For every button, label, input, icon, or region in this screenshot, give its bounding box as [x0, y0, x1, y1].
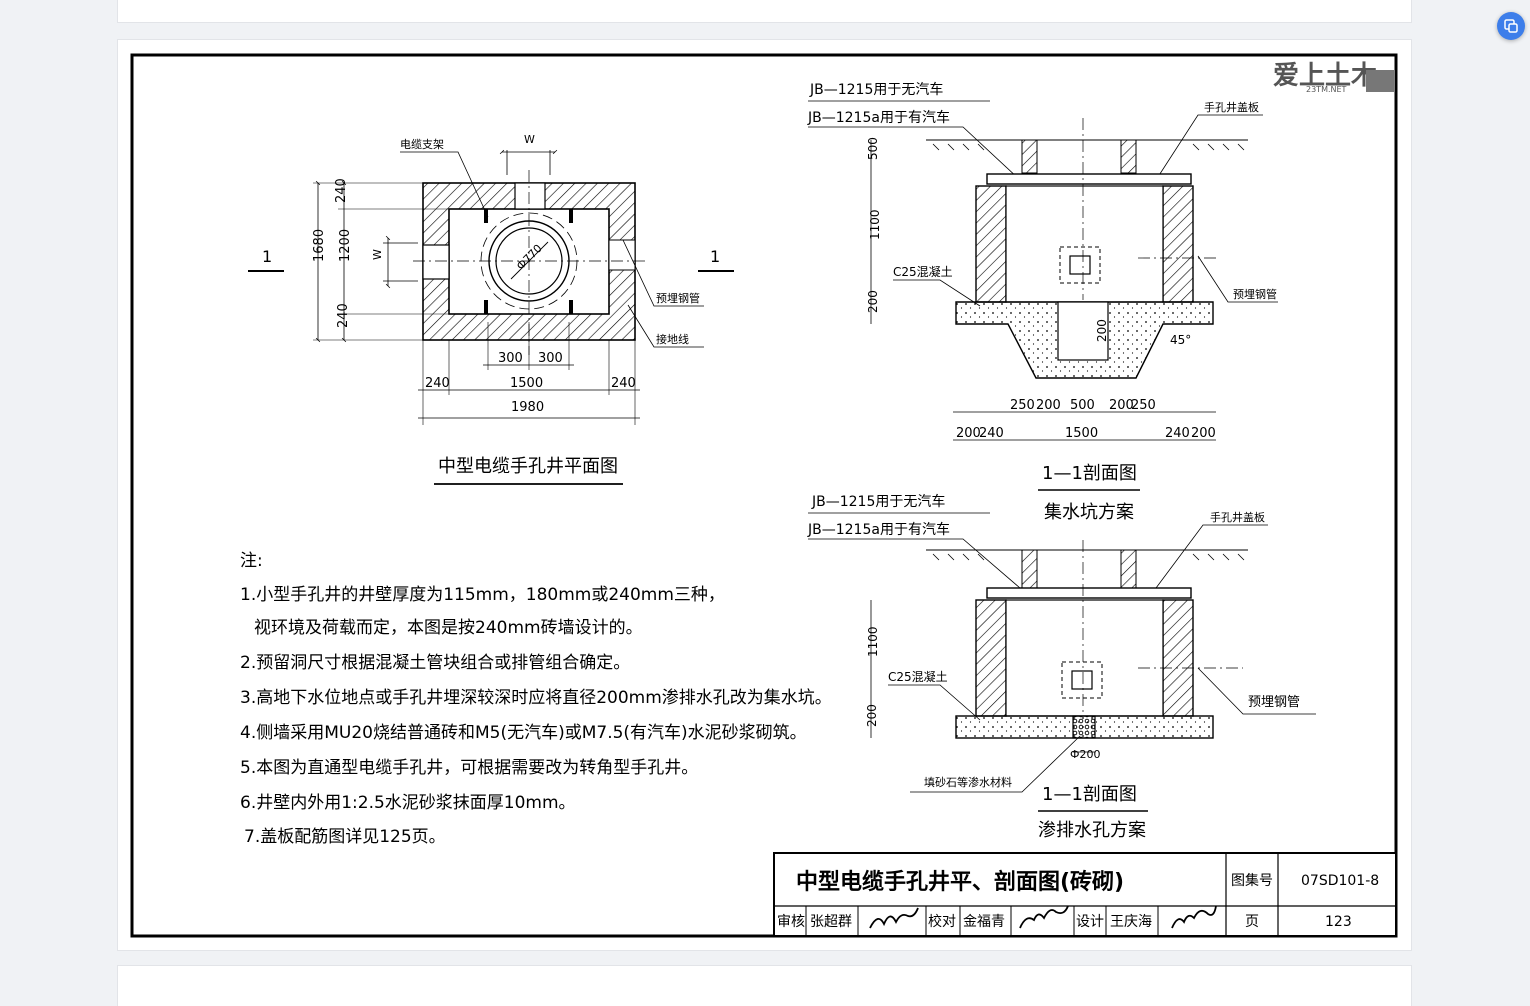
note-item: 3.高地下水位地点或手孔井埋深较深时应将直径200mm渗排水孔改为集水坑。	[240, 688, 832, 708]
next-page	[118, 966, 1411, 1006]
svg-text:设计: 设计	[1076, 914, 1104, 930]
notes: 注: 1.小型手孔井的井壁厚度为115mm，180mm或240mm三种， 视环境…	[240, 551, 832, 847]
svg-text:C25混凝土: C25混凝土	[893, 264, 953, 279]
svg-text:金福青: 金福青	[963, 914, 1005, 930]
drawing-title: 中型电缆手孔井平、剖面图(砖砌)	[796, 869, 1124, 895]
svg-text:填砂石等渗水材料: 填砂石等渗水材料	[924, 775, 1012, 789]
svg-text:200: 200	[865, 704, 879, 727]
note-item: 视环境及荷载而定，本图是按240mm砖墙设计的。	[254, 618, 643, 638]
designer-signature	[1171, 905, 1217, 929]
svg-text:1500: 1500	[510, 376, 543, 391]
svg-text:1980: 1980	[511, 400, 544, 415]
note-item: 1.小型手孔井的井壁厚度为115mm，180mm或240mm三种，	[240, 585, 725, 605]
checker-signature	[1019, 905, 1069, 929]
svg-text:预埋钢管: 预埋钢管	[656, 291, 700, 305]
svg-text:Ф200: Ф200	[1070, 748, 1100, 761]
svg-text:预埋钢管: 预埋钢管	[1233, 287, 1277, 301]
svg-text:1: 1	[262, 247, 272, 266]
note-item: 7.盖板配筋图详见125页。	[244, 827, 446, 847]
svg-text:300: 300	[498, 351, 523, 366]
svg-text:渗排水孔方案: 渗排水孔方案	[1038, 820, 1146, 841]
svg-text:45°: 45°	[1170, 333, 1191, 347]
svg-text:电缆支架: 电缆支架	[400, 138, 444, 151]
svg-text:校对: 校对	[928, 913, 956, 930]
svg-text:200: 200	[1109, 398, 1134, 413]
atlas-number: 07SD101-8	[1301, 873, 1379, 889]
section-a-title: 1—1剖面图	[1042, 463, 1137, 484]
svg-text:1200: 1200	[338, 229, 353, 262]
section-a-cover	[986, 173, 1192, 185]
svg-text:JB—1215用于无汽车: JB—1215用于无汽车	[809, 81, 943, 98]
svg-text:250: 250	[1131, 398, 1156, 413]
drawing-sheet: 爱上土木 23TM.NET Ф770 1 1 电缆支架 预埋钢管 接地线	[130, 53, 1398, 938]
note-item: 6.井壁内外用1:2.5水泥砂浆抹面厚10mm。	[240, 793, 576, 813]
svg-text:240: 240	[979, 426, 1004, 441]
svg-text:200: 200	[866, 290, 880, 313]
svg-text:W: W	[371, 249, 384, 260]
sheet-border	[130, 53, 1398, 938]
svg-text:手孔井盖板: 手孔井盖板	[1210, 510, 1265, 524]
note-item: 2.预留洞尺寸根据混凝土管块组合或排管组合确定。	[240, 653, 630, 673]
svg-text:240: 240	[336, 303, 351, 328]
svg-text:500: 500	[866, 137, 880, 160]
translate-button[interactable]	[1497, 12, 1525, 40]
svg-text:JB—1215用于无汽车: JB—1215用于无汽车	[811, 493, 945, 510]
page-number: 123	[1325, 914, 1352, 930]
svg-text:王庆海: 王庆海	[1110, 914, 1152, 930]
svg-text:240: 240	[1165, 426, 1190, 441]
svg-text:集水坑方案: 集水坑方案	[1044, 502, 1134, 523]
translate-icon	[1504, 19, 1518, 33]
drain-hole	[1072, 715, 1096, 739]
svg-text:图集号: 图集号	[1231, 872, 1273, 889]
svg-text:1500: 1500	[1065, 426, 1098, 441]
svg-text:1100: 1100	[866, 626, 880, 657]
watermark-logo: 爱上土木 23TM.NET	[1273, 61, 1394, 94]
svg-text:250: 250	[1010, 398, 1035, 413]
notes-heading: 注:	[240, 551, 263, 571]
svg-text:C25混凝土: C25混凝土	[888, 669, 948, 684]
title-block: 中型电缆手孔井平、剖面图(砖砌) 图集号 07SD101-8 审核 张超群 校对…	[773, 852, 1397, 937]
svg-text:张超群: 张超群	[810, 914, 852, 930]
svg-text:240: 240	[334, 178, 349, 203]
svg-text:1680: 1680	[312, 229, 327, 262]
svg-text:手孔井盖板: 手孔井盖板	[1204, 100, 1259, 114]
section-b-cover	[986, 587, 1192, 599]
svg-text:JB—1215a用于有汽车: JB—1215a用于有汽车	[807, 109, 950, 126]
reviewer-signature	[869, 907, 919, 929]
section-b-view: JB—1215用于无汽车 JB—1215a用于有汽车 手孔井盖板 Ф200 C2…	[807, 493, 1316, 841]
svg-text:240: 240	[425, 376, 450, 391]
svg-text:W: W	[524, 133, 535, 146]
svg-text:1100: 1100	[868, 209, 882, 240]
section-b-title: 1—1剖面图	[1042, 784, 1137, 805]
svg-text:JB—1215a用于有汽车: JB—1215a用于有汽车	[807, 521, 950, 538]
note-item: 5.本图为直通型电缆手孔井，可根据需要改为转角型手孔井。	[240, 758, 698, 778]
svg-text:200: 200	[956, 426, 981, 441]
svg-text:300: 300	[538, 351, 563, 366]
svg-text:接地线: 接地线	[656, 332, 689, 346]
note-item: 4.侧墙采用MU20烧结普通砖和M5(无汽车)或M7.5(有汽车)水泥砂浆砌筑。	[240, 723, 807, 743]
svg-text:预埋钢管: 预埋钢管	[1248, 695, 1300, 710]
svg-text:1: 1	[710, 247, 720, 266]
svg-text:23TM.NET: 23TM.NET	[1306, 85, 1347, 94]
section-a-view: JB—1215用于无汽车 JB—1215a用于有汽车 手孔井盖板 200 C25…	[807, 81, 1278, 523]
plan-title: 中型电缆手孔井平面图	[438, 456, 618, 477]
previous-page	[118, 0, 1411, 22]
svg-text:页: 页	[1245, 914, 1259, 930]
svg-text:200: 200	[1095, 319, 1109, 342]
svg-text:500: 500	[1070, 398, 1095, 413]
plan-view: Ф770 1 1 电缆支架 预埋钢管 接地线 W W	[248, 133, 734, 485]
svg-text:240: 240	[611, 376, 636, 391]
document-page: 爱上土木 23TM.NET Ф770 1 1 电缆支架 预埋钢管 接地线	[118, 40, 1411, 950]
svg-text:审核: 审核	[777, 914, 805, 930]
svg-text:爱上土木: 爱上土木	[1273, 61, 1377, 91]
svg-text:200: 200	[1036, 398, 1061, 413]
svg-text:200: 200	[1191, 426, 1216, 441]
